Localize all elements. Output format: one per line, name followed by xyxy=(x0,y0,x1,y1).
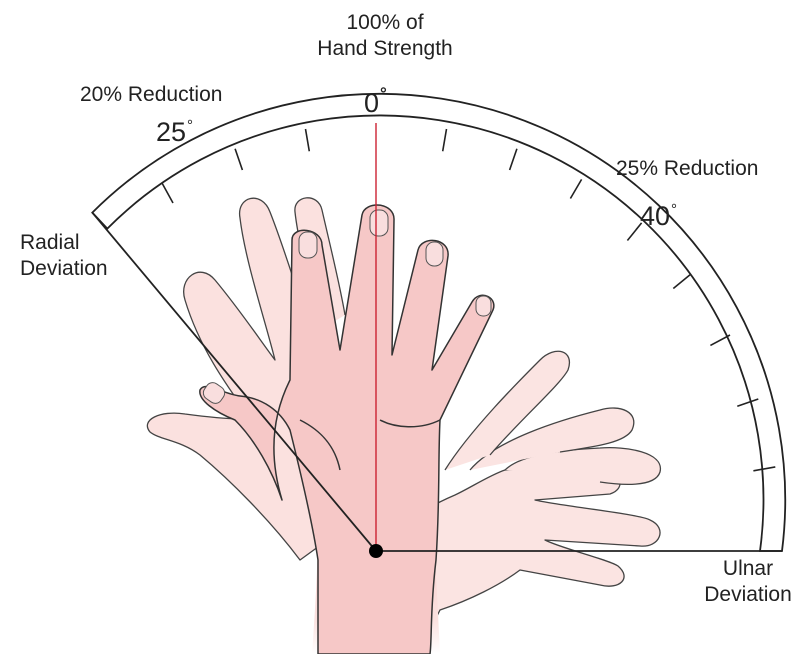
radial-deviation-label: Radial Deviation xyxy=(20,230,108,282)
full-strength-label: 100% of Hand Strength xyxy=(300,10,470,62)
wrist-pivot xyxy=(369,544,383,558)
radial-reduction-label: 20% Reduction xyxy=(80,82,222,108)
degree-icon: ° xyxy=(671,201,677,218)
ulnar-angle-value: 40 xyxy=(640,201,670,231)
ulnar-deviation-label: Ulnar Deviation xyxy=(695,556,801,608)
radial-deviation-line1: Radial xyxy=(20,230,108,256)
degree-icon: ° xyxy=(187,117,193,134)
radial-angle-label: 25° xyxy=(156,117,193,147)
degree-icon: ° xyxy=(380,84,387,103)
ulnar-angle-label: 40° xyxy=(640,201,677,231)
ulnar-deviation-line2: Deviation xyxy=(695,582,801,608)
full-strength-line2: Hand Strength xyxy=(300,36,470,62)
radial-deviation-line2: Deviation xyxy=(20,256,108,282)
zero-angle-value: 0 xyxy=(364,88,379,118)
ulnar-deviation-line1: Ulnar xyxy=(695,556,801,582)
zero-angle-label: 0° xyxy=(364,88,387,118)
full-strength-line1: 100% of xyxy=(300,10,470,36)
ulnar-reduction-label: 25% Reduction xyxy=(616,156,758,182)
radial-angle-value: 25 xyxy=(156,117,186,147)
